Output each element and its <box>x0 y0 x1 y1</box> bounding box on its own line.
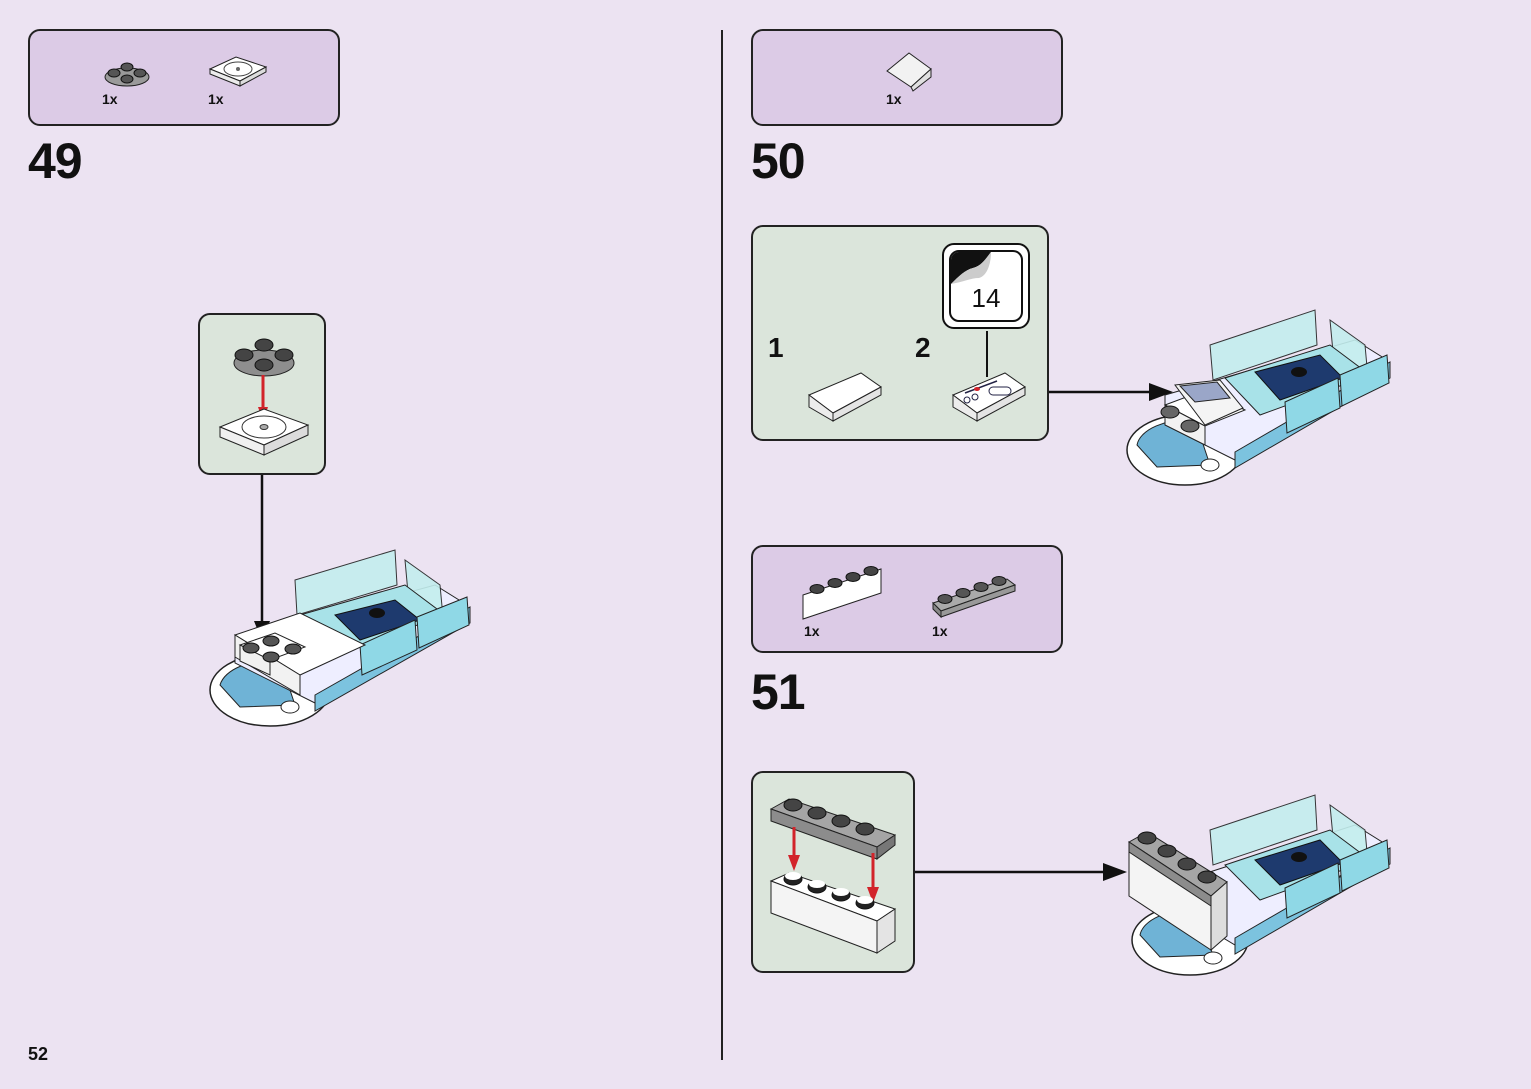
sticker-peel-icon <box>951 252 991 284</box>
model-assembly-step-51 <box>1128 794 1391 976</box>
subassembly-callout-step-51 <box>751 771 915 973</box>
parts-list-step-51: 1x 1x <box>751 545 1063 653</box>
step-number: 50 <box>751 133 806 189</box>
sticker-number: 14 <box>971 283 1001 313</box>
page-divider <box>721 30 723 1060</box>
sticker-leader-line <box>986 331 988 377</box>
part-qty: 1x <box>102 91 118 107</box>
part-plate-1x4-icon <box>932 576 1017 619</box>
model-assembly-step-50 <box>1126 309 1391 486</box>
assembly-arrow-icon <box>1049 383 1173 401</box>
sticker-callout: 14 <box>942 243 1030 329</box>
substep-number: 2 <box>915 332 931 363</box>
parts-list-step-49: 1x 1x <box>28 29 340 126</box>
part-qty: 1x <box>804 623 820 639</box>
part-qty: 1x <box>886 91 902 107</box>
substep-number: 1 <box>768 332 784 363</box>
parts-list-step-50: 1x <box>751 29 1063 126</box>
stickered-slope-icon <box>952 372 1026 422</box>
white-brick-1x4-icon <box>769 872 897 954</box>
sticker-sheet-icon: 14 <box>949 250 1023 322</box>
insert-arrow-icon <box>867 853 879 903</box>
part-slope-2x1-icon <box>886 52 932 92</box>
part-qty: 1x <box>208 91 224 107</box>
part-brick-1x4-icon <box>802 566 882 620</box>
turntable-base-icon <box>218 408 310 456</box>
subassembly-callout-step-49 <box>198 313 326 475</box>
model-assembly-step-49 <box>209 549 471 727</box>
assembly-arrow-icon <box>915 863 1127 881</box>
subassembly-callout-step-50: 1 2 <box>751 225 1049 441</box>
part-round-plate-2x2-icon <box>104 62 150 87</box>
insert-arrow-icon <box>788 827 800 871</box>
part-turntable-base-icon <box>208 56 268 87</box>
step-number: 51 <box>751 664 806 720</box>
gray-plate-1x4-icon <box>769 798 897 861</box>
slope-brick-icon <box>808 372 882 422</box>
round-plate-icon <box>233 338 295 377</box>
page-number: 52 <box>28 1044 49 1064</box>
part-qty: 1x <box>932 623 948 639</box>
step-number: 49 <box>28 133 83 189</box>
